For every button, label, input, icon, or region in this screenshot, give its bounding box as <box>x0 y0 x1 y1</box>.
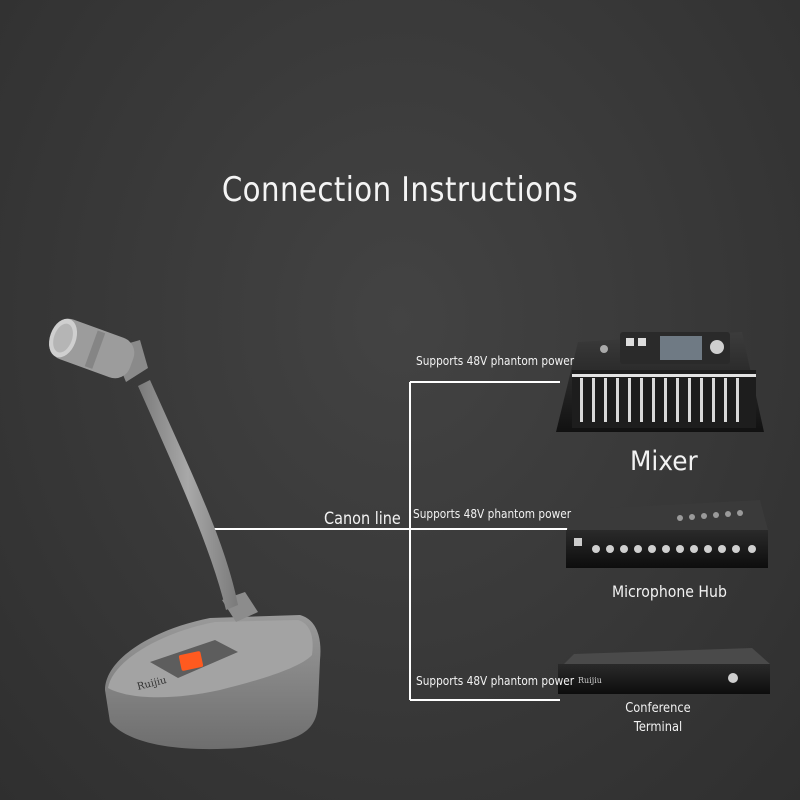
power-note-mixer: Supports 48V phantom power <box>416 354 575 368</box>
page-title: Connection Instructions <box>221 170 579 210</box>
device-label-terminal: Conference Terminal <box>614 699 702 737</box>
gooseneck-microphone-icon: Ruijiu <box>49 318 321 750</box>
device-label-terminal-line2: Terminal <box>633 720 683 735</box>
connection-lines <box>210 381 570 701</box>
svg-text:Ruijiu: Ruijiu <box>578 676 602 685</box>
microphone-hub-icon <box>566 500 768 568</box>
mixer-console-icon <box>556 332 764 432</box>
device-label-hub: Microphone Hub <box>612 582 727 601</box>
power-note-hub: Supports 48V phantom power <box>413 507 572 521</box>
cable-label: Canon line <box>324 509 401 529</box>
device-label-terminal-line1: Conference <box>625 701 691 716</box>
conference-terminal-icon: Ruijiu <box>558 648 770 694</box>
power-note-terminal: Supports 48V phantom power <box>416 674 575 688</box>
device-label-mixer: Mixer <box>630 446 698 477</box>
